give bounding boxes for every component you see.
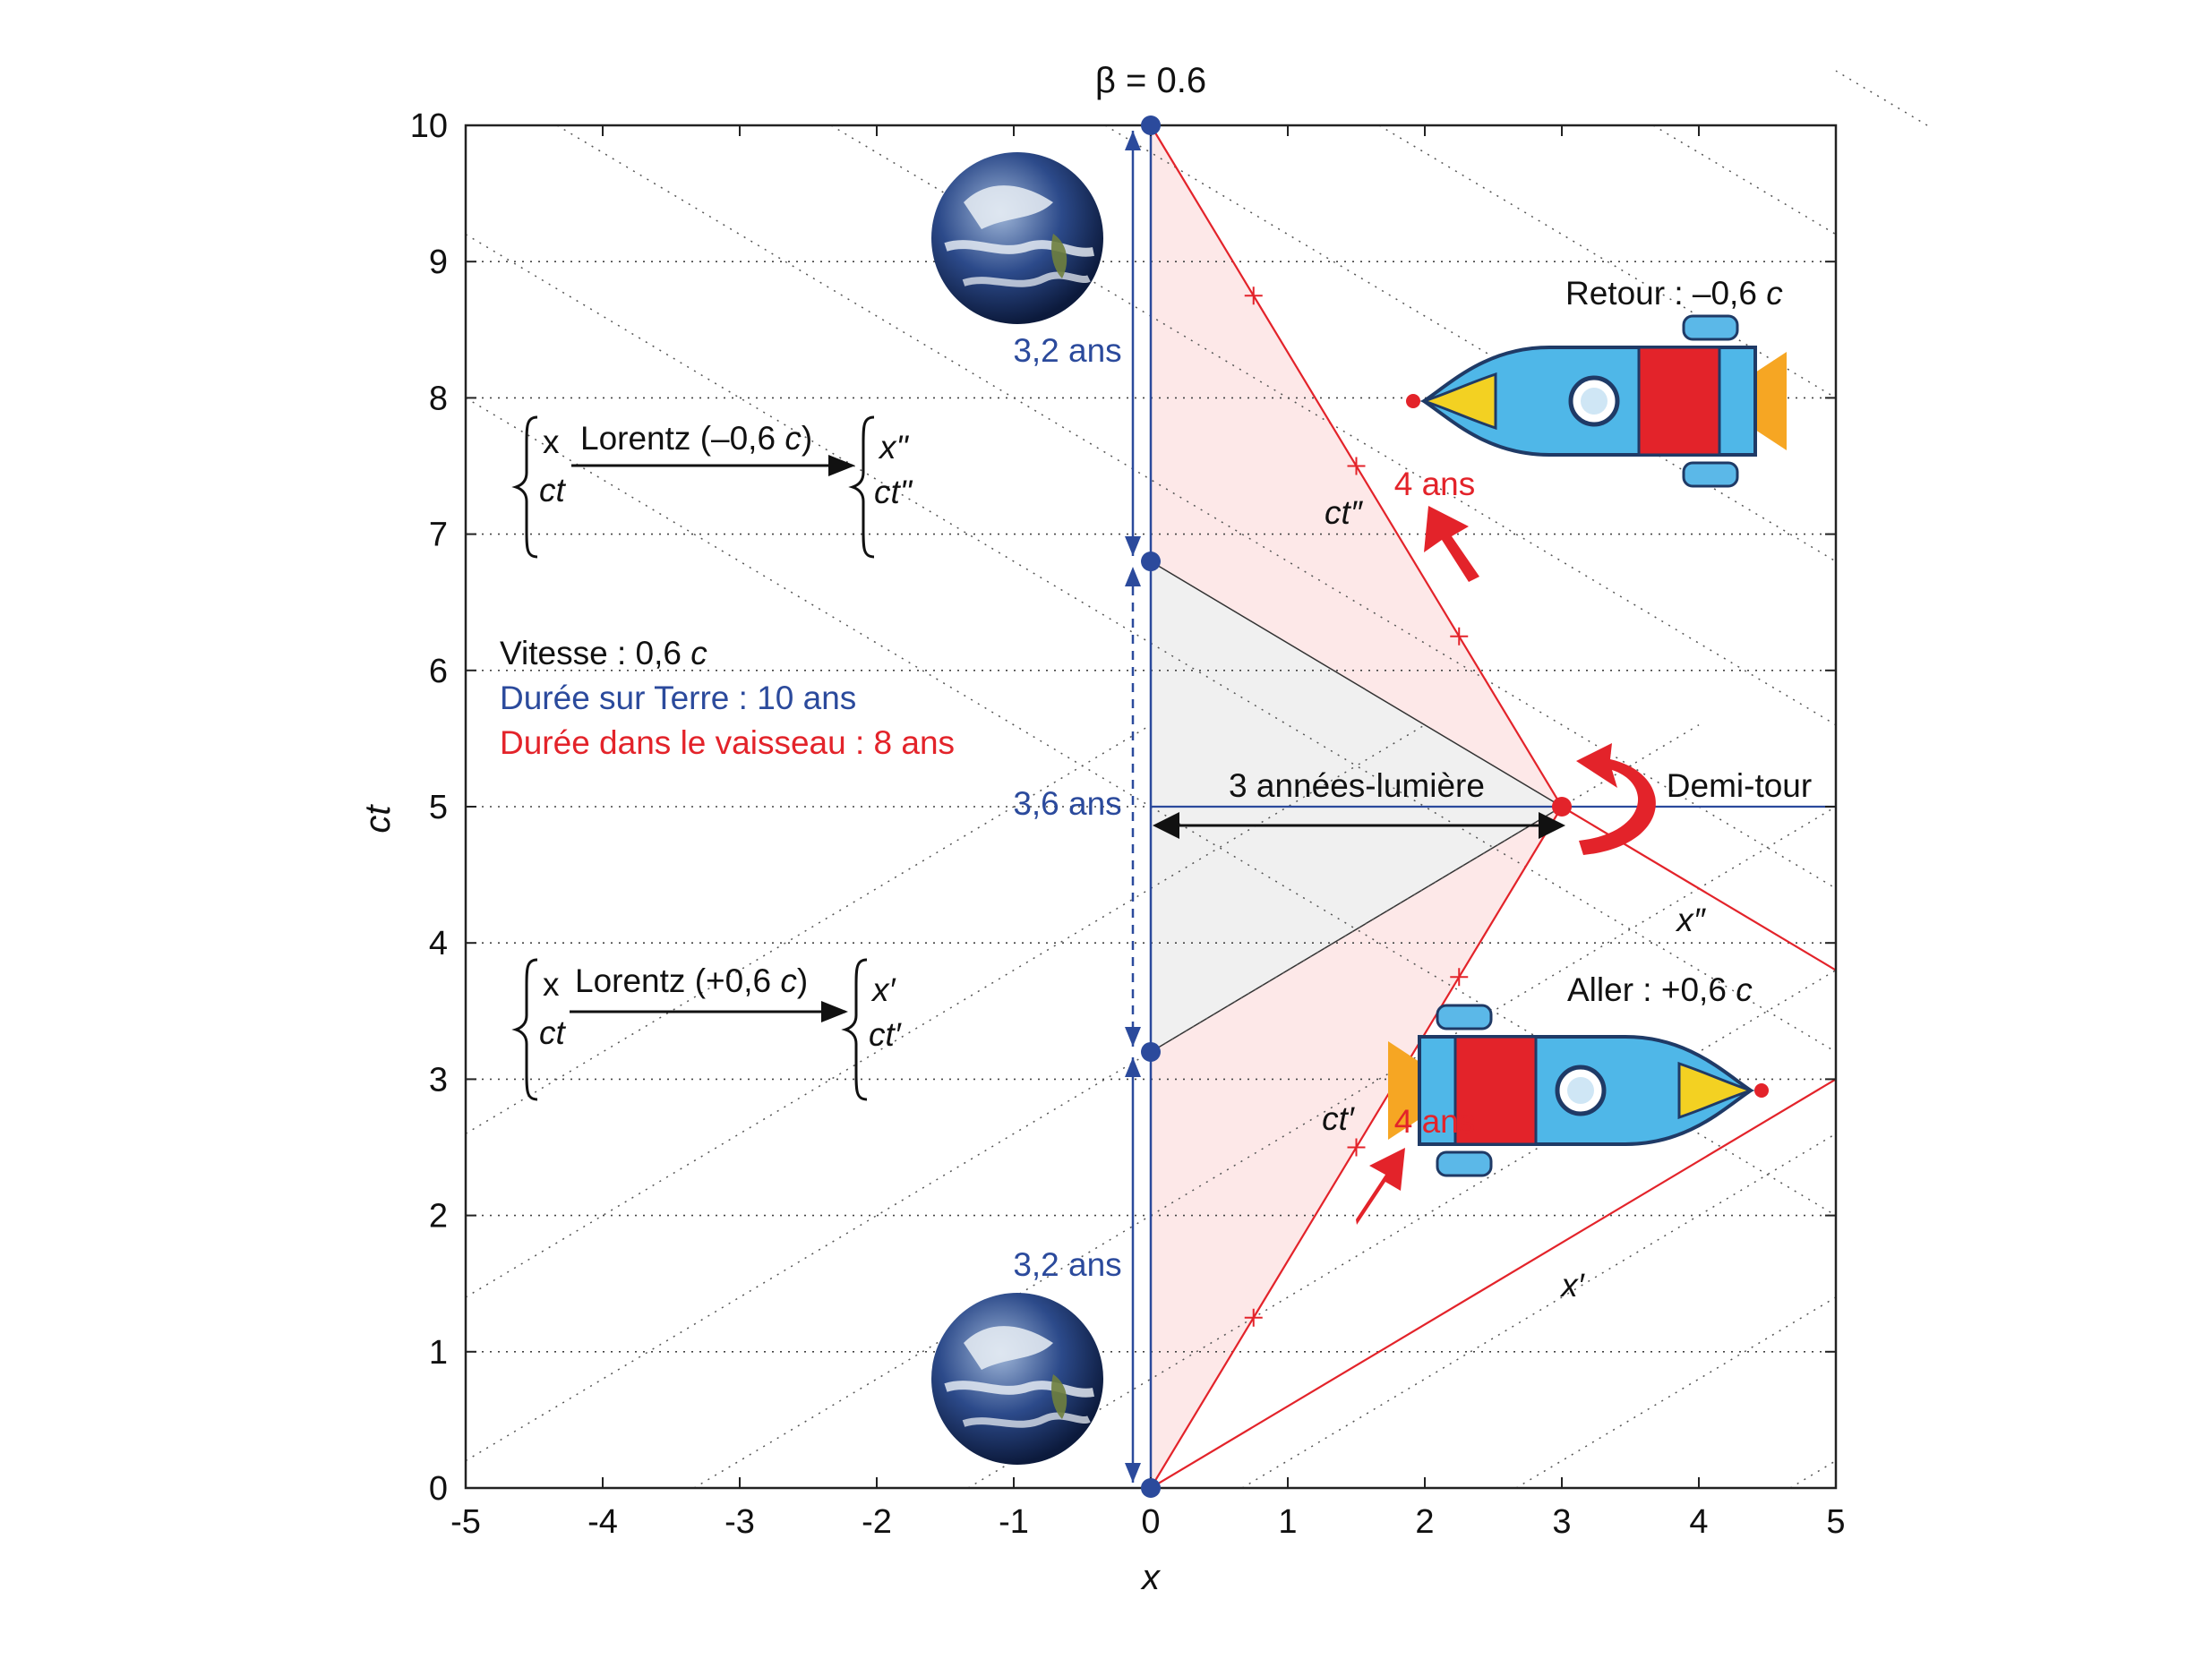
transform-top-out-ct: ct" <box>874 474 913 510</box>
earth-event-dot <box>1141 1041 1161 1062</box>
x-tick-label: -1 <box>999 1503 1029 1541</box>
transform-bottom-in-ct: ct <box>539 1014 567 1051</box>
label-earth-top: 3,2 ans <box>1013 332 1121 369</box>
y-axis-label: ct <box>358 804 398 834</box>
y-tick-label: 2 <box>429 1198 448 1236</box>
x-tick-label: 1 <box>1278 1503 1297 1541</box>
x-tick-label: -5 <box>450 1503 481 1541</box>
x-tick-label: -3 <box>724 1503 755 1541</box>
y-tick-label: 1 <box>429 1334 448 1372</box>
y-tick-label: 4 <box>429 925 448 962</box>
x-tick-label: 2 <box>1415 1503 1434 1541</box>
x-tick-label: 3 <box>1552 1503 1571 1541</box>
label-ship-years-down: 4 ans <box>1394 1103 1476 1140</box>
x-tick-label: 4 <box>1689 1503 1708 1541</box>
label-x-double-prime: x″ <box>1675 902 1707 938</box>
transform-top-in-ct: ct <box>539 472 567 509</box>
label-turnaround: Demi-tour <box>1667 767 1812 804</box>
y-tick-label: 5 <box>429 789 448 826</box>
arrow-head-icon <box>1125 131 1141 150</box>
events <box>1141 115 1572 1498</box>
turnaround-dot <box>1552 797 1572 817</box>
x-tick-label: 0 <box>1141 1503 1160 1541</box>
earth-icon <box>931 152 1103 324</box>
transform-top-out-x: x" <box>878 429 910 466</box>
label-earth-mid: 3,6 ans <box>1013 785 1121 822</box>
up-arrow-icon <box>1424 506 1479 582</box>
y-tick-label: 9 <box>429 244 448 281</box>
x-axis-label: x <box>1140 1558 1162 1597</box>
x-tick-label: 5 <box>1826 1503 1845 1541</box>
up-arrow-icon <box>1356 1148 1405 1225</box>
arrow-head-icon <box>1125 1056 1141 1077</box>
brace-left-icon <box>511 415 538 559</box>
earth-event-dot <box>1141 115 1161 135</box>
simultaneity-line <box>1515 1296 1837 1489</box>
transform-top-label: Lorentz (–0,6 c) <box>580 420 812 457</box>
simultaneity-line <box>1652 124 1837 235</box>
y-tick-label: 7 <box>429 517 448 554</box>
label-x-prime: x′ <box>1559 1267 1585 1304</box>
y-tick-label: 8 <box>429 380 448 417</box>
lorentz-transform-top: x ct Lorentz (–0,6 c) x" ct" <box>511 415 913 559</box>
simultaneity-line <box>465 724 1700 1462</box>
label-distance: 3 années-lumière <box>1229 767 1485 804</box>
earth-event-dot <box>1141 1478 1161 1498</box>
brace-left-icon <box>511 958 538 1101</box>
transform-bottom-in-x: x <box>543 966 560 1003</box>
info-speed: Vitesse : 0,6 c <box>500 635 707 671</box>
arrow-head-icon <box>1125 1463 1141 1483</box>
axis-ticks: -5 -4 -3 -2 -1 0 1 2 3 4 5 0 1 2 3 4 5 6 7 8 9 10 <box>410 107 1846 1541</box>
x-tick-label: -2 <box>862 1503 892 1541</box>
label-ship-years-up: 4 ans <box>1394 466 1476 502</box>
arrow-head-icon <box>1125 567 1141 587</box>
info-earth-duration: Durée sur Terre : 10 ans <box>500 680 856 716</box>
simultaneity-line <box>465 724 1426 1298</box>
lorentz-transform-bottom: x ct Lorentz (+0,6 c) x′ ct′ <box>511 958 902 1101</box>
brace-right-icon <box>848 415 875 559</box>
label-outbound: Aller : +0,6 c <box>1567 971 1753 1008</box>
rocket-icon <box>1388 1004 1769 1177</box>
transform-bottom-label: Lorentz (+0,6 c) <box>575 962 808 999</box>
label-earth-bottom: 3,2 ans <box>1013 1246 1121 1283</box>
x-tick-label: -4 <box>587 1503 618 1541</box>
y-tick-label: 10 <box>410 107 448 145</box>
u-turn-arrow-icon <box>1576 743 1656 855</box>
transform-top-in-x: x <box>543 423 560 460</box>
transform-bottom-out-x: x′ <box>870 971 896 1008</box>
worldline <box>1150 1078 1837 1489</box>
transform-bottom-out-ct: ct′ <box>869 1016 902 1053</box>
arrow-head-icon <box>1125 536 1141 557</box>
rocket-icon <box>1406 314 1787 488</box>
label-ct-double-prime: ct″ <box>1325 494 1364 531</box>
info-ship-duration: Durée dans le vaisseau : 8 ans <box>500 724 955 761</box>
simultaneity-line <box>1789 1459 1837 1489</box>
y-tick-label: 3 <box>429 1061 448 1099</box>
earth-event-dot <box>1141 552 1161 572</box>
earth-icon <box>931 1293 1103 1465</box>
y-tick-label: 0 <box>429 1470 448 1508</box>
chart-title: β = 0.6 <box>1095 61 1206 100</box>
y-tick-label: 6 <box>429 653 448 690</box>
label-return: Retour : –0,6 c <box>1565 275 1783 312</box>
simultaneity-line <box>1835 70 1928 126</box>
brace-right-icon <box>841 958 868 1101</box>
arrow-head-icon <box>1125 1026 1141 1047</box>
year-marks <box>1244 286 1469 1327</box>
earth-duration-arrows <box>1125 131 1141 1483</box>
label-ct-prime: ct′ <box>1322 1100 1355 1137</box>
